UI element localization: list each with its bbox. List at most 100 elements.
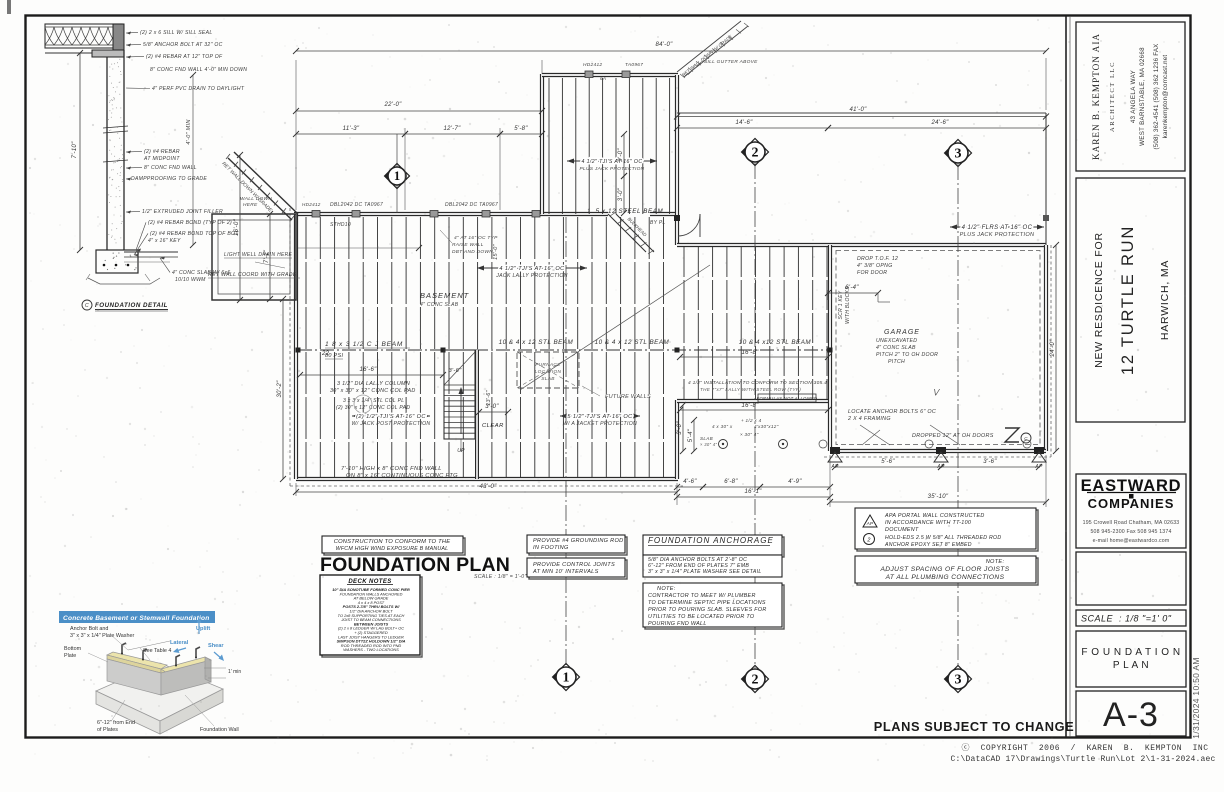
svg-text:FOUNDATION DETAIL: FOUNDATION DETAIL — [95, 302, 168, 309]
svg-text:12 TURTLE RUN: 12 TURTLE RUN — [1119, 225, 1137, 375]
svg-text:AT ALL PLUMBING CONNECTIONS: AT ALL PLUMBING CONNECTIONS — [885, 574, 1005, 581]
svg-text:10" DIA SONOTUBE FORMED CONC P: 10" DIA SONOTUBE FORMED CONC PIER — [332, 587, 410, 592]
svg-text:3'-0": 3'-0" — [485, 404, 499, 410]
svg-text:3'-0": 3'-0" — [677, 421, 683, 435]
svg-text:4 x 4 x 8 POST: 4 x 4 x 8 POST — [358, 600, 385, 605]
svg-text:BY PL: BY PL — [650, 220, 666, 226]
svg-text:DBL2042 DC TA0967: DBL2042 DC TA0967 — [445, 202, 498, 208]
svg-text:5'-6": 5'-6" — [881, 459, 895, 465]
svg-text:ANCHOR EPOXY SET 8" EMBED: ANCHOR EPOXY SET 8" EMBED — [884, 542, 972, 548]
svg-text:4'-9": 4'-9" — [788, 479, 802, 485]
svg-text:3'-6": 3'-6" — [448, 368, 462, 374]
svg-text:HD2412: HD2412 — [583, 62, 602, 68]
svg-text:See Table 4: See Table 4 — [143, 648, 171, 654]
svg-text:1 8 x 3 1/2 C J BEAM: 1 8 x 3 1/2 C J BEAM — [325, 341, 403, 348]
svg-text:LOCATE ANCHOR BOLTS 6" OC: LOCATE ANCHOR BOLTS 6" OC — [848, 409, 936, 415]
svg-text:35'-10": 35'-10" — [928, 494, 949, 500]
svg-text:1/2" EXTRUDED JOINT FILLER: 1/2" EXTRUDED JOINT FILLER — [142, 209, 223, 215]
svg-text:LAST JOIST HANGERS TO LEDGER: LAST JOIST HANGERS TO LEDGER — [338, 634, 404, 639]
svg-text:30'-2": 30'-2" — [277, 380, 283, 398]
svg-text:+ 1/2 x 4: + 1/2 x 4 — [741, 418, 762, 423]
svg-text:Anchor Bolt and: Anchor Bolt and — [70, 626, 108, 632]
svg-text:SLAB: SLAB — [541, 376, 555, 382]
svg-text:SCR 1 KEY: SCR 1 KEY — [838, 290, 844, 319]
svg-text:(2) #4 REBAR: (2) #4 REBAR — [144, 149, 180, 155]
svg-text:4" CONC SLAB: 4" CONC SLAB — [876, 345, 916, 351]
svg-text:FURNACE: FURNACE — [535, 362, 561, 368]
svg-text:UNEXCAVATED: UNEXCAVATED — [876, 338, 917, 344]
svg-text:AT MIN 10' INTERVALS: AT MIN 10' INTERVALS — [532, 569, 599, 575]
svg-text:AT MIDPOINT: AT MIDPOINT — [143, 156, 180, 162]
svg-text:THE 7"x7" LALLY WITH STEEL ROW: THE 7"x7" LALLY WITH STEEL ROW (TYP) — [700, 387, 801, 392]
svg-text:3: 3 — [955, 147, 962, 162]
svg-text:1/31/2024 10:50 AM: 1/31/2024 10:50 AM — [1191, 657, 1201, 739]
svg-text:HARWICH, MA: HARWICH, MA — [1159, 260, 1171, 340]
svg-text:PROVIDE #4 GROUNDING ROD: PROVIDE #4 GROUNDING ROD — [533, 538, 624, 544]
svg-text:4 1/2" TJI'S AT 16" OC: 4 1/2" TJI'S AT 16" OC — [581, 159, 642, 165]
svg-text:LOCATION: LOCATION — [535, 369, 562, 375]
svg-text:NEW RESDICENCE FOR: NEW RESDICENCE FOR — [1093, 232, 1105, 368]
svg-text:AP: AP — [866, 521, 873, 526]
svg-text:ADJUST SPACING OF FLOOR JOISTS: ADJUST SPACING OF FLOOR JOISTS — [880, 566, 1010, 573]
svg-text:(2) #4 REBAR AT 12" TOP OF: (2) #4 REBAR AT 12" TOP OF — [146, 54, 223, 60]
svg-text:41'-0": 41'-0" — [849, 107, 867, 113]
svg-text:195 Crowell Road Chatham, MA: 195 Crowell Road Chatham, MA 02633 — [1083, 520, 1180, 526]
svg-text:HD2412: HD2412 — [302, 202, 321, 207]
svg-text:11'-3": 11'-3" — [343, 126, 360, 132]
svg-text:AT BELOW GRADE: AT BELOW GRADE — [353, 596, 389, 601]
svg-text:4'-0" MIN: 4'-0" MIN — [186, 119, 192, 144]
svg-text:4" x 16" KEY: 4" x 16" KEY — [148, 238, 181, 244]
svg-text:10 & 4 x 12 STL BEAM: 10 & 4 x 12 STL BEAM — [595, 339, 670, 346]
svg-text:A-3: A-3 — [1103, 696, 1159, 734]
svg-text:POSTS 2-7/8" THRU BOLTS W/: POSTS 2-7/8" THRU BOLTS W/ — [343, 604, 401, 609]
svg-text:BASEMENT: BASEMENT — [420, 291, 470, 300]
svg-text:FOR DOOR: FOR DOOR — [857, 270, 887, 276]
svg-text:CONTRACTOR TO MEET W/ PLUMBER: CONTRACTOR TO MEET W/ PLUMBER — [648, 593, 756, 599]
svg-text:AP: AP — [830, 464, 839, 470]
svg-text:DBT AND DOWN: DBT AND DOWN — [452, 249, 493, 255]
svg-text:IN FOOTING: IN FOOTING — [533, 545, 569, 551]
svg-text:22: 22 — [321, 351, 330, 357]
svg-text:STHD10: STHD10 — [330, 222, 351, 228]
svg-text:RET WALL COORD WITH GRADE: RET WALL COORD WITH GRADE — [208, 272, 297, 278]
svg-text:80 PSI: 80 PSI — [325, 353, 343, 359]
svg-text:43 ANGELA WAY: 43 ANGELA WAY — [1130, 70, 1137, 123]
svg-text:RAISE WALL: RAISE WALL — [452, 242, 484, 248]
svg-text:10 & 4 x12 STL BEAM: 10 & 4 x12 STL BEAM — [739, 339, 812, 346]
svg-text:1 .5 x 12 STEEL BEAM: 1 .5 x 12 STEEL BEAM — [587, 208, 663, 215]
svg-text:8" CONC FND WALL: 8" CONC FND WALL — [144, 165, 197, 171]
svg-text:7'-10": 7'-10" — [72, 141, 78, 159]
svg-text:2: 2 — [866, 538, 870, 544]
svg-text:⋁: ⋁ — [933, 388, 941, 396]
svg-text:TO DETERMINE SEPTIC PIPE LOCAT: TO DETERMINE SEPTIC PIPE LOCATIONS — [648, 600, 766, 606]
svg-text:W/ A JACKET PROTECTION: W/ A JACKET PROTECTION — [563, 421, 637, 427]
svg-text:5/8" ANCHOR BOLT AT 32" OC: 5/8" ANCHOR BOLT AT 32" OC — [143, 42, 223, 48]
svg-text:3" x 3" x 1/4" Plate Washer: 3" x 3" x 1/4" Plate Washer — [70, 633, 134, 639]
svg-text:1' min: 1' min — [228, 669, 241, 675]
svg-text:NOTE:: NOTE: — [986, 559, 1005, 565]
svg-text:FOUNDATION PLAN: FOUNDATION PLAN — [320, 554, 510, 576]
svg-text:5'-4": 5'-4" — [688, 428, 694, 442]
svg-text:16'-8": 16'-8" — [741, 350, 759, 356]
svg-text:4" PERF PVC DRAIN TO DAYLIGHT: 4" PERF PVC DRAIN TO DAYLIGHT — [152, 86, 245, 92]
svg-text:2: 2 — [752, 673, 759, 688]
svg-text:Shear: Shear — [208, 643, 224, 649]
svg-text:15'-0": 15'-0" — [493, 243, 499, 260]
svg-text:43'-0": 43'-0" — [479, 484, 497, 490]
svg-text:UTILITIES TO BE LOCATED PRIOR: UTILITIES TO BE LOCATED PRIOR TO — [648, 614, 755, 620]
svg-text:13'-6": 13'-6" — [486, 389, 492, 406]
svg-text:5 1/2" TJI'S AT 16" OC: 5 1/2" TJI'S AT 16" OC — [567, 414, 633, 420]
svg-text:DAMPPROOFING TO GRADE: DAMPPROOFING TO GRADE — [131, 176, 207, 182]
svg-text:3 1/2" DIA LALLY COLUMN: 3 1/2" DIA LALLY COLUMN — [337, 381, 410, 387]
svg-text:SIMPSON DTT2Z HOLDOWN 1/2" DIA: SIMPSON DTT2Z HOLDOWN 1/2" DIA — [337, 639, 406, 644]
svg-text:JACK LALLY PROTECTION: JACK LALLY PROTECTION — [495, 273, 567, 279]
svg-text:IN ACCORDANCE WITH TT-100: IN ACCORDANCE WITH TT-100 — [885, 520, 971, 526]
svg-text:508 945-2300 Fax 508 94: 508 945-2300 Fax 508 945 1374 — [1090, 529, 1171, 535]
svg-text:C: C — [1024, 436, 1028, 441]
svg-text:4 1/2" INSTALLATION TO CONFORM: 4 1/2" INSTALLATION TO CONFORM TO SECTIO… — [688, 380, 827, 386]
svg-text:(2) 2 x 8 LEDGER W/ LAG BOLT+: (2) 2 x 8 LEDGER W/ LAG BOLT+ OC — [338, 626, 404, 631]
svg-text:NOTE:: NOTE: — [657, 586, 676, 592]
svg-text:3" x 3" x 1/4" PLATE WASHER: 3" x 3" x 1/4" PLATE WASHER SEE DETAIL — [648, 569, 762, 575]
svg-text:9'-0": 9'-0" — [618, 148, 624, 162]
svg-text:CLEAR: CLEAR — [482, 423, 504, 429]
